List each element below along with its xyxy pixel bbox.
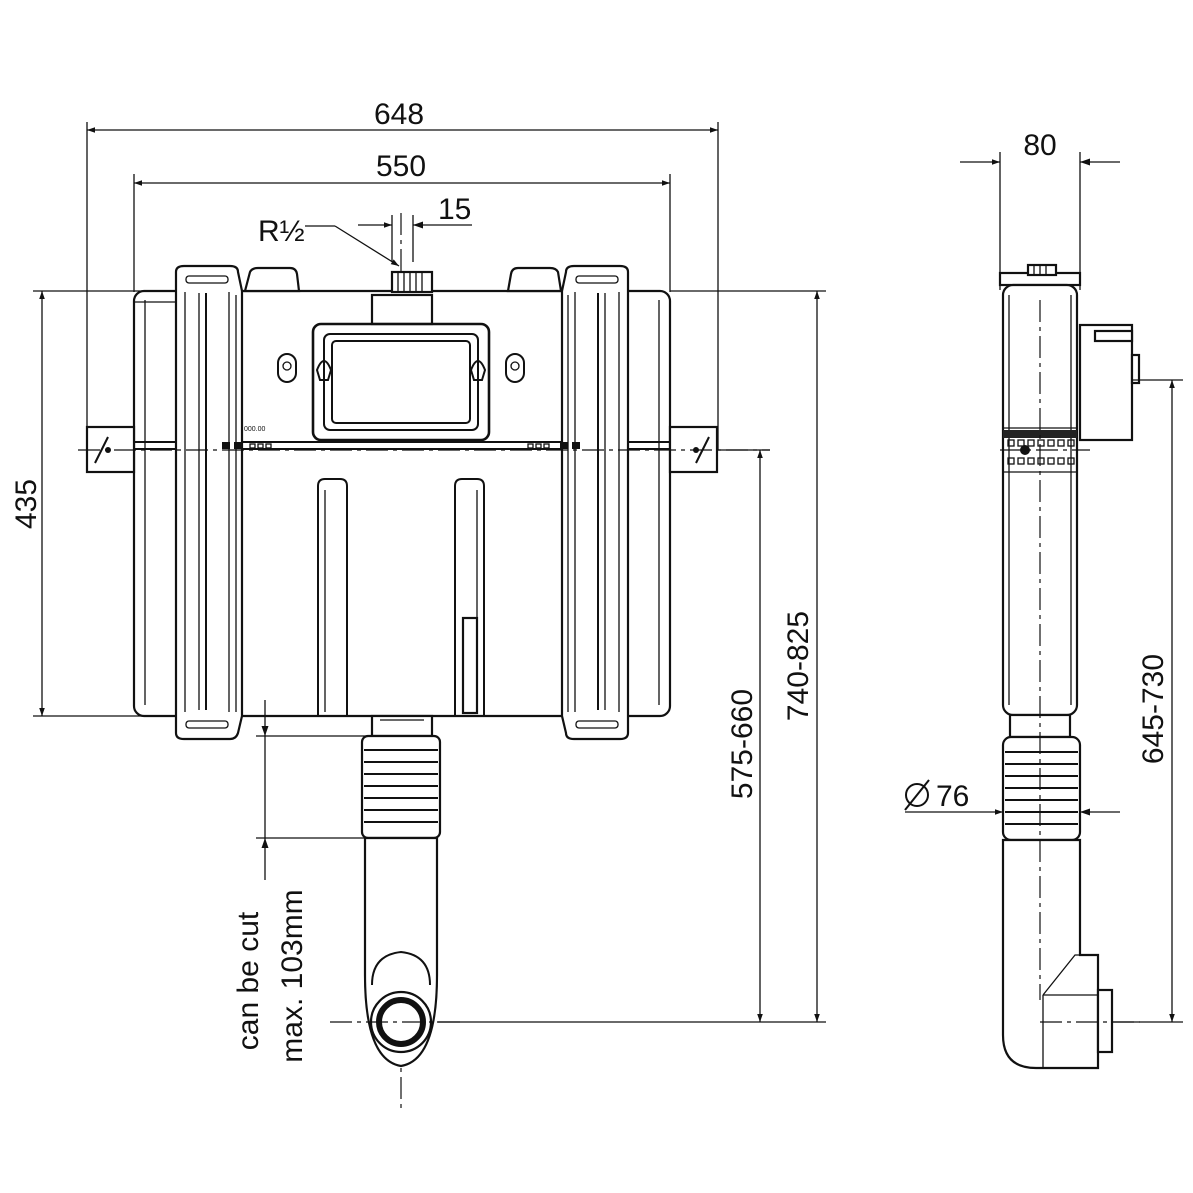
front-view: 648 550 15 R½ 435 xyxy=(10,98,826,1110)
side-outlet-spigot xyxy=(1096,988,1114,1054)
dim-pipe-diameter: 76 xyxy=(936,780,969,813)
inlet-thread-label: R½ xyxy=(258,215,305,248)
side-pipe-elbow xyxy=(1001,838,1100,1070)
keyhole-right xyxy=(469,353,525,383)
side-service-box xyxy=(1078,323,1134,442)
top-lug-left xyxy=(243,266,301,293)
dim-inlet-offset: 15 xyxy=(438,193,471,226)
flush-pipe-bellows xyxy=(360,734,442,840)
overflow-slot xyxy=(461,616,479,715)
belt-marks xyxy=(222,442,580,449)
keyhole-left xyxy=(277,353,333,383)
dim-range-small: 575-660 xyxy=(726,689,759,799)
dim-tank-width: 550 xyxy=(376,150,426,183)
dim-side-depth: 80 xyxy=(1023,129,1056,162)
top-lug-right xyxy=(506,266,563,293)
inlet-housing xyxy=(370,293,434,326)
dim-range-large: 740-825 xyxy=(782,611,815,721)
cut-note-line2: max. 103mm xyxy=(276,889,309,1062)
dim-overall-width: 648 xyxy=(374,98,424,131)
dim-side-range: 645-730 xyxy=(1137,654,1170,764)
side-band xyxy=(1003,430,1077,438)
side-band-grid xyxy=(1007,439,1075,465)
cut-note-line1: can be cut xyxy=(232,911,265,1050)
service-opening xyxy=(331,340,471,424)
tank-marking: 000.00 xyxy=(244,426,266,433)
diameter-symbol xyxy=(905,783,929,807)
side-rail-left xyxy=(174,264,244,741)
service-opening-outer xyxy=(311,322,491,442)
side-view: 80 xyxy=(904,129,1183,1070)
rib-right xyxy=(454,478,485,716)
dim-tank-height: 435 xyxy=(10,479,43,529)
side-rail-right xyxy=(560,264,630,741)
rib-left xyxy=(317,478,348,716)
outlet-collar xyxy=(370,714,434,738)
